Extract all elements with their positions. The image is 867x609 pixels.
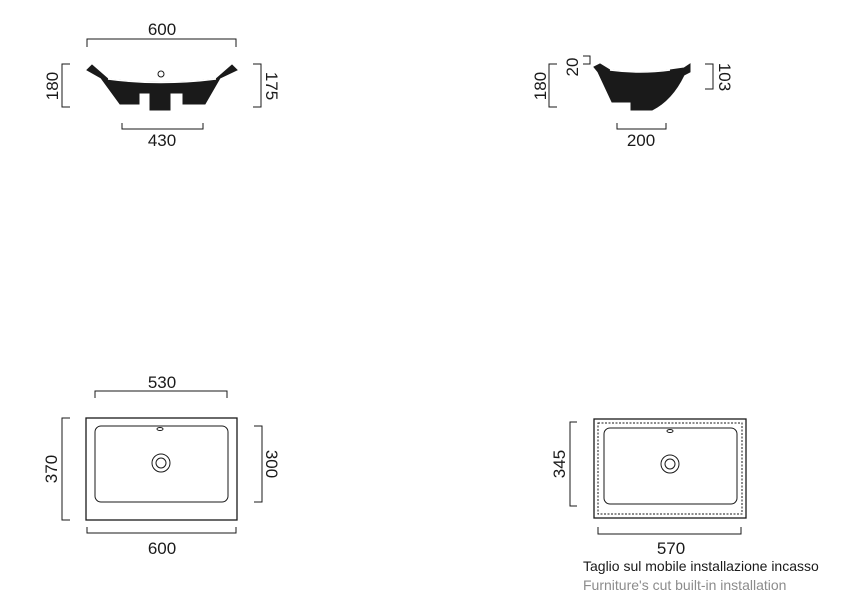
top-outer-width-label: 600 (148, 539, 176, 558)
basin-top-inner-bowl (94, 425, 229, 503)
cutout-line-dashed (597, 422, 743, 515)
dim-line-cutout-height (569, 421, 577, 507)
cutout-overflow-hole (666, 429, 674, 433)
dim-line-front-base (121, 123, 204, 130)
top-inner-height-label: 300 (262, 450, 281, 478)
basin-top-outer-rim (85, 417, 238, 521)
basin-front-tap-hole (157, 70, 165, 78)
basin-side-inner-bowl (609, 69, 671, 73)
front-height-left-label: 180 (43, 72, 62, 100)
dim-line-front-height-left (61, 63, 70, 108)
cutout-inner-bowl (603, 427, 738, 505)
cutout-drain-inner-ring (664, 458, 676, 470)
dim-line-side-lip (583, 55, 591, 65)
dim-line-top-outer-width (86, 527, 237, 534)
front-view (61, 38, 262, 130)
side-view (548, 55, 714, 130)
cutout-width-label: 570 (657, 539, 685, 558)
cutout-outer-rim (593, 418, 747, 519)
dim-line-side-height-right (705, 63, 714, 90)
cutout-view (569, 418, 747, 535)
front-width-bottom-label: 430 (148, 131, 176, 150)
basin-front-inner-bowl (107, 78, 217, 84)
side-height-left-label: 180 (531, 72, 550, 100)
top-view (61, 390, 263, 534)
front-height-right-label: 175 (262, 72, 281, 100)
drain-inner-ring (155, 457, 167, 469)
front-width-top-label: 600 (148, 20, 176, 39)
cutout-drain-outer-ring (660, 454, 680, 474)
overflow-hole (156, 427, 164, 431)
caption-english: Furniture's cut built-in installation (583, 577, 787, 593)
side-width-bottom-label: 200 (627, 131, 655, 150)
dim-line-cutout-width (597, 527, 742, 535)
basin-front-profile (86, 64, 238, 111)
dim-line-side-height-left (548, 63, 557, 108)
cutout-height-label: 345 (550, 450, 569, 478)
drain-outer-ring (151, 453, 171, 473)
top-inner-width-label: 530 (148, 373, 176, 392)
caption-italian: Taglio sul mobile installazione incasso (583, 558, 819, 574)
dim-line-top-inner-width (94, 390, 228, 398)
dim-line-side-base (616, 123, 667, 130)
dim-line-top-outer-height (61, 417, 70, 521)
dim-line-front-width-top (86, 38, 237, 47)
dim-line-front-height-right (253, 63, 262, 108)
basin-side-profile (593, 63, 691, 111)
top-outer-height-label: 370 (42, 455, 61, 483)
side-height-right-label: 103 (715, 63, 734, 91)
dim-line-top-inner-height (254, 425, 263, 503)
side-lip-label: 20 (563, 58, 582, 77)
